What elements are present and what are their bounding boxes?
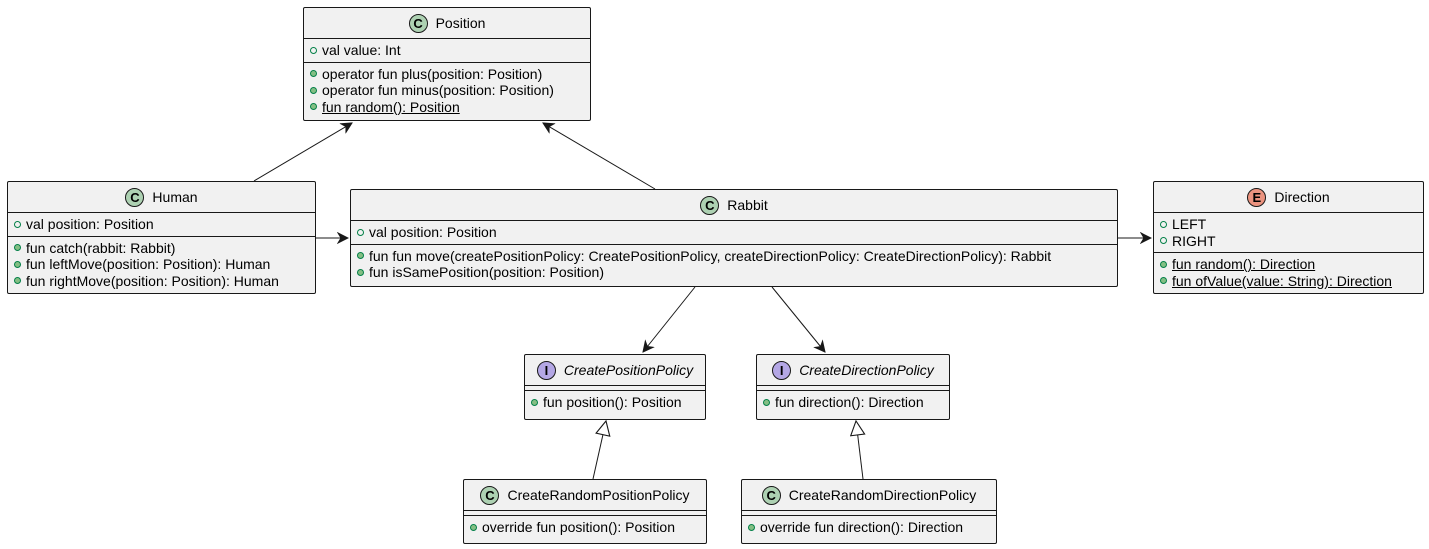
class-name: CreatePositionPolicy (563, 362, 694, 378)
interface-stereotype-icon: I (772, 360, 792, 380)
methods-section: override fun position(): Position (464, 516, 706, 539)
public-field-icon (1160, 220, 1167, 228)
public-method-icon (1160, 277, 1167, 285)
class-name: Rabbit (727, 197, 768, 213)
public-method-icon (310, 70, 317, 78)
class-header: C CreateRandomDirectionPolicy (742, 480, 996, 511)
method-row: fun rightMove(position: Position): Human (14, 273, 309, 290)
method-row: fun isSamePosition(position: Position) (357, 264, 1111, 281)
public-method-icon (310, 103, 317, 111)
method-row: override fun direction(): Direction (748, 519, 990, 536)
method-row-static: fun ofValue(value: String): Direction (1160, 273, 1417, 290)
edge-random-direction-implements (856, 421, 863, 480)
class-header: C Human (8, 182, 315, 213)
fields-section (525, 386, 705, 391)
class-stereotype-icon: C (408, 13, 428, 33)
class-human[interactable]: C Human val position: Position fun catch… (7, 181, 316, 294)
class-name: CreateRandomDirectionPolicy (788, 487, 977, 503)
class-stereotype-icon: C (761, 485, 781, 505)
fields-section (757, 386, 949, 391)
class-header: C Position (304, 8, 590, 39)
public-method-icon (1160, 260, 1167, 268)
fields-section: LEFT RIGHT (1154, 213, 1423, 253)
public-method-icon (763, 398, 770, 406)
class-name: Direction (1274, 189, 1330, 205)
fields-section: val position: Position (8, 213, 315, 237)
method-row: fun catch(rabbit: Rabbit) (14, 240, 309, 257)
class-stereotype-icon: C (125, 187, 145, 207)
fields-section (464, 511, 706, 516)
method-row-static: fun random(): Direction (1160, 256, 1417, 273)
field-row: val position: Position (14, 216, 309, 233)
edge-human-to-position (253, 123, 352, 182)
interface-create-position-policy[interactable]: I CreatePositionPolicy fun position(): P… (524, 354, 706, 420)
method-row: fun leftMove(position: Position): Human (14, 256, 309, 273)
method-row-static: fun random(): Position (310, 99, 584, 116)
method-row: fun direction(): Direction (763, 394, 943, 411)
class-name: Human (152, 189, 198, 205)
method-row: operator fun plus(position: Position) (310, 66, 584, 83)
edge-rabbit-to-position (543, 123, 656, 190)
method-row: operator fun minus(position: Position) (310, 82, 584, 99)
enum-constant-row: RIGHT (1160, 233, 1417, 250)
methods-section: fun direction(): Direction (757, 391, 949, 414)
class-name: Position (435, 15, 486, 31)
fields-section: val value: Int (304, 39, 590, 63)
class-header: E Direction (1154, 182, 1423, 213)
class-position[interactable]: C Position val value: Int operator fun p… (303, 7, 591, 121)
field-row: val position: Position (357, 224, 1111, 241)
fields-section (742, 511, 996, 516)
methods-section: fun position(): Position (525, 391, 705, 414)
field-row: val value: Int (310, 42, 584, 59)
public-field-icon (357, 228, 364, 236)
edge-rabbit-to-create-position-policy (643, 286, 696, 352)
public-method-icon (531, 398, 538, 406)
edge-random-position-implements (592, 421, 606, 480)
methods-section: fun catch(rabbit: Rabbit) fun leftMove(p… (8, 237, 315, 293)
class-name: CreateDirectionPolicy (799, 362, 934, 378)
enum-constant-row: LEFT (1160, 216, 1417, 233)
fields-section: val position: Position (351, 221, 1117, 245)
public-field-icon (310, 46, 317, 54)
methods-section: fun fun move(createPositionPolicy: Creat… (351, 245, 1117, 284)
public-method-icon (748, 523, 755, 531)
class-create-random-direction-policy[interactable]: C CreateRandomDirectionPolicy override f… (741, 479, 997, 544)
class-name: CreateRandomPositionPolicy (507, 487, 690, 503)
class-header: I CreateDirectionPolicy (757, 355, 949, 386)
class-stereotype-icon: C (480, 485, 500, 505)
public-method-icon (14, 260, 21, 268)
class-header: C CreateRandomPositionPolicy (464, 480, 706, 511)
method-row: override fun position(): Position (470, 519, 700, 536)
method-row: fun fun move(createPositionPolicy: Creat… (357, 248, 1111, 265)
public-method-icon (14, 244, 21, 252)
class-header: I CreatePositionPolicy (525, 355, 705, 386)
public-method-icon (310, 86, 317, 94)
methods-section: override fun direction(): Direction (742, 516, 996, 539)
methods-section: operator fun plus(position: Position) op… (304, 63, 590, 119)
interface-stereotype-icon: I (536, 360, 556, 380)
public-method-icon (357, 268, 364, 276)
public-field-icon (14, 220, 21, 228)
public-method-icon (357, 252, 364, 260)
class-header: C Rabbit (351, 190, 1117, 221)
enum-direction[interactable]: E Direction LEFT RIGHT fun random(): Dir… (1153, 181, 1424, 294)
class-stereotype-icon: C (700, 195, 720, 215)
public-field-icon (1160, 237, 1167, 245)
enum-stereotype-icon: E (1247, 187, 1267, 207)
class-rabbit[interactable]: C Rabbit val position: Position fun fun … (350, 189, 1118, 287)
class-create-random-position-policy[interactable]: C CreateRandomPositionPolicy override fu… (463, 479, 707, 544)
public-method-icon (14, 277, 21, 285)
interface-create-direction-policy[interactable]: I CreateDirectionPolicy fun direction():… (756, 354, 950, 420)
edge-rabbit-to-create-direction-policy (771, 286, 825, 352)
methods-section: fun random(): Direction fun ofValue(valu… (1154, 253, 1423, 292)
public-method-icon (470, 523, 477, 531)
method-row: fun position(): Position (531, 394, 699, 411)
